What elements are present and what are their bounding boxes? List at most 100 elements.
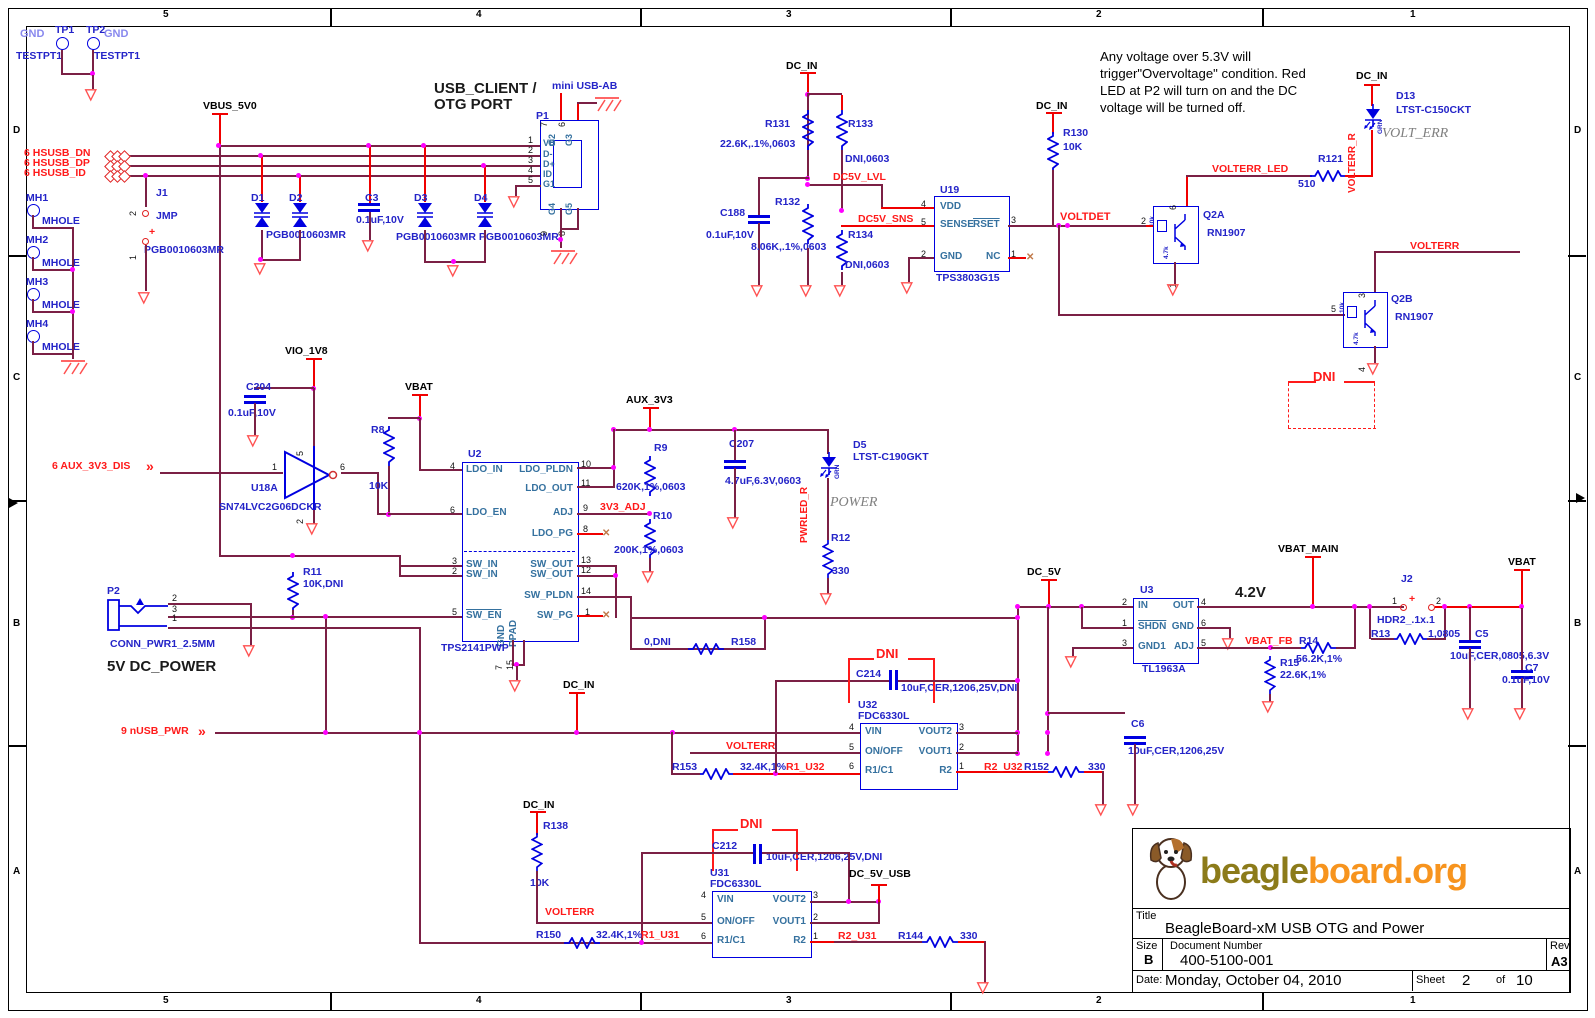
j1-value: JMP — [156, 210, 178, 222]
q2b-r1-value: 10k — [1339, 302, 1346, 313]
gnd-icon: ▽ — [1514, 705, 1526, 722]
pin-number: 3 — [813, 890, 819, 900]
title-label: Title — [1136, 910, 1157, 922]
pin-number: 1 — [959, 761, 965, 771]
r134-value: DNI,0603 — [845, 259, 890, 271]
r133-resistor-icon — [836, 110, 848, 150]
pin-number: 3 — [959, 722, 965, 732]
frame-row: D — [1574, 125, 1582, 136]
pin-number: 5 — [528, 175, 534, 185]
date-label: Date: — [1136, 974, 1163, 986]
u31-part: FDC6330L — [710, 878, 762, 890]
u2-pin-adj: ADJ — [552, 507, 573, 518]
sheet-title: BeagleBoard-xM USB OTG and Power — [1165, 920, 1425, 937]
u3-pin-adj: ADJ — [1173, 641, 1194, 652]
gnd-icon: ▽ — [642, 568, 654, 585]
dc5v-lvl-net: DC5V_LVL — [833, 171, 886, 183]
pin-number: 6 — [701, 931, 707, 941]
tp1-ref: TP1 — [55, 24, 75, 36]
frame-row: C — [13, 372, 21, 383]
pin-number: 1 — [272, 462, 278, 472]
volterr-r-net: VOLTERR_R — [1347, 133, 1358, 193]
vbus-net: VBUS_5V0 — [203, 100, 257, 112]
p2-ref: P2 — [107, 585, 120, 597]
c188-value: 0.1uF,10V — [706, 229, 754, 241]
p1-type: mini USB-AB — [552, 80, 618, 92]
r130-value: 10K — [1063, 141, 1083, 153]
r9-ref: R9 — [654, 442, 668, 454]
dni-label: DNI — [876, 646, 899, 661]
frame-row: B — [1574, 618, 1582, 629]
pin-number: 3 — [1357, 292, 1367, 298]
r150-ref: R150 — [536, 929, 562, 941]
r132-value: 8.06K,.1%,0603 — [751, 241, 827, 253]
r131-ref: R131 — [765, 118, 791, 130]
d5-part: LTST-C190GKT — [853, 451, 929, 463]
r152-value: 330 — [1088, 761, 1106, 773]
frame-row: A — [13, 866, 21, 877]
r13-ref: R13 — [1371, 628, 1391, 640]
r144-resistor-icon — [922, 936, 958, 948]
pin-number: 9 — [539, 230, 549, 236]
q2b-transistor-icon — [1364, 300, 1376, 336]
u32-pin-r1c1: R1/C1 — [865, 765, 894, 776]
u32-pin-r2: R2 — [939, 765, 952, 776]
r121-ref: R121 — [1318, 153, 1344, 165]
r10-resistor-icon — [644, 519, 656, 559]
sheet-number: 2 — [1462, 972, 1471, 989]
r131-value: 22.6K,.1%,0603 — [720, 138, 796, 150]
u3-pin-in: IN — [1138, 600, 1148, 611]
pin-number: 11 — [581, 478, 591, 488]
p1-pin-g3: G3 — [564, 133, 574, 146]
u19-ref: U19 — [940, 184, 960, 196]
no-connect-icon: ✕ — [1026, 252, 1035, 263]
frame-col: 2 — [1096, 9, 1102, 20]
pin-number: 12 — [581, 565, 592, 575]
u31-ref: U31 — [710, 867, 730, 879]
c204-value: 0.1uF,10V — [228, 407, 276, 419]
p1-connector-body — [540, 120, 599, 210]
u31-pin-onoff: ON/OFF — [717, 916, 755, 927]
p1-connector-slot — [553, 140, 582, 188]
overvoltage-note-line1: Any voltage over 5.3V will — [1100, 49, 1251, 64]
r138-value: 10K — [530, 877, 550, 889]
logo-beagle-text: beagleboard.org — [1200, 850, 1468, 891]
u2-pin-sw-pg: SW_PG — [536, 610, 573, 621]
r12-ref: R12 — [831, 532, 851, 544]
u31-pin-vout2: VOUT2 — [772, 894, 806, 905]
dc5v-usb-net: DC_5V_USB — [849, 868, 911, 880]
rev-value: A3 — [1551, 954, 1568, 969]
r12-resistor-icon — [822, 540, 834, 578]
3v3-adj-net: 3V3_ADJ — [600, 501, 646, 513]
u19-pin-rset: RSET — [973, 219, 1000, 230]
pin-number: 5 — [849, 742, 855, 752]
u2-pin-ldo-in: LDO_IN — [466, 464, 503, 475]
u31-pin-r1c1: R1/C1 — [717, 935, 746, 946]
frame-row: A — [1574, 866, 1582, 877]
r138-resistor-icon — [531, 833, 543, 871]
r1-u31-net: R1_U31 — [641, 929, 680, 941]
c212-value: 10uF,CER,1206,25V,DNI — [766, 851, 883, 863]
pin-number: 2 — [921, 249, 927, 259]
r132-ref: R132 — [775, 196, 801, 208]
net-arrow-icon: » — [198, 723, 206, 739]
volt-err-annotation: VOLT_ERR — [1382, 126, 1449, 141]
vbat-fb-net: VBAT_FB — [1245, 635, 1293, 647]
q2a-transistor-icon — [1174, 214, 1186, 250]
frame-row: D — [13, 125, 21, 136]
pin-number: 2 — [452, 566, 458, 576]
c5-value: 10uF,CER,0805,6.3V — [1450, 650, 1550, 662]
gnd-icon: ▽ — [901, 279, 913, 296]
gnd-icon: ▽ — [1065, 653, 1077, 670]
r9-value: 620K,1%,0603 — [616, 481, 686, 493]
p1-pin-dp: D+ — [543, 159, 555, 169]
mh4-ref: MH4 — [26, 318, 49, 330]
mh1-ref: MH1 — [26, 192, 49, 204]
r15-value: 22.6K,1% — [1280, 669, 1327, 681]
dc5v-sns-net: DC5V_SNS — [858, 213, 914, 225]
r152-ref: R152 — [1024, 761, 1050, 773]
vbat-net: VBAT — [1508, 556, 1536, 568]
volterr-net: VOLTERR — [1410, 240, 1460, 252]
overvoltage-note-line4: voltage will be turned off. — [1100, 100, 1246, 115]
u19-pin-nc: NC — [986, 251, 1001, 262]
